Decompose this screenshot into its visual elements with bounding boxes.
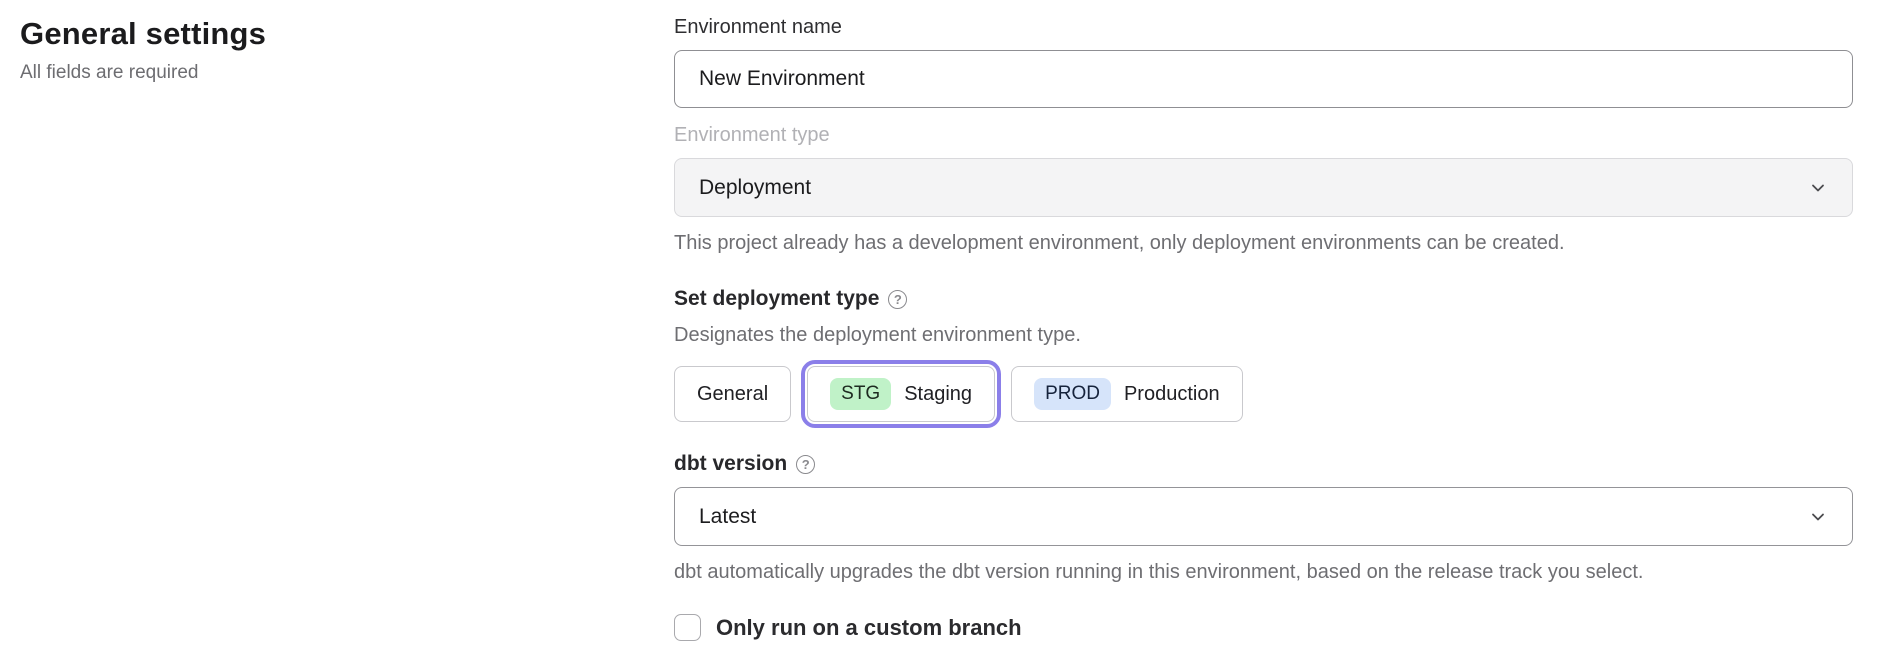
dbt-version-heading: dbt version ? (674, 452, 1853, 476)
deployment-type-option-production[interactable]: PROD Production (1011, 366, 1243, 422)
dbt-version-heading-text: dbt version (674, 452, 788, 475)
environment-type-select: Deployment (674, 158, 1853, 217)
deployment-type-heading-text: Set deployment type (674, 287, 880, 310)
deployment-type-options: General STG Staging PROD Production (674, 360, 1853, 428)
page-title: General settings (20, 16, 267, 51)
dbt-version-select[interactable]: Latest (674, 487, 1853, 546)
chevron-down-icon (1812, 184, 1824, 191)
environment-settings-form: Environment name Environment type Deploy… (674, 0, 1853, 641)
deployment-type-helper: Designates the deployment environment ty… (674, 324, 1081, 346)
help-icon[interactable]: ? (888, 290, 908, 309)
custom-branch-label: Only run on a custom branch (716, 614, 1022, 640)
deployment-type-option-general-label: General (697, 382, 769, 405)
deployment-type-option-general[interactable]: General (674, 366, 792, 422)
deployment-type-heading: Set deployment type ? (674, 287, 1853, 311)
page-subtitle: All fields are required (20, 62, 199, 83)
environment-type-label: Environment type (674, 124, 830, 146)
environment-type-value: Deployment (699, 175, 812, 199)
environment-type-helper: This project already has a development e… (674, 232, 1565, 254)
dbt-version-helper: dbt automatically upgrades the dbt versi… (674, 561, 1644, 583)
deployment-type-option-production-label: Production (1123, 382, 1220, 405)
chevron-down-icon (1812, 513, 1824, 520)
custom-branch-checkbox[interactable] (674, 614, 701, 641)
custom-branch-row: Only run on a custom branch (674, 614, 1853, 641)
page-intro: General settings All fields are required (20, 16, 540, 84)
deployment-type-option-staging-label: Staging (904, 382, 973, 405)
environment-name-label: Environment name (674, 16, 842, 38)
production-badge: PROD (1034, 378, 1111, 410)
staging-badge: STG (830, 378, 892, 410)
dbt-version-value: Latest (699, 504, 757, 528)
environment-name-input[interactable] (674, 50, 1853, 108)
deployment-type-option-staging[interactable]: STG Staging (801, 360, 1002, 428)
help-icon[interactable]: ? (796, 455, 816, 474)
